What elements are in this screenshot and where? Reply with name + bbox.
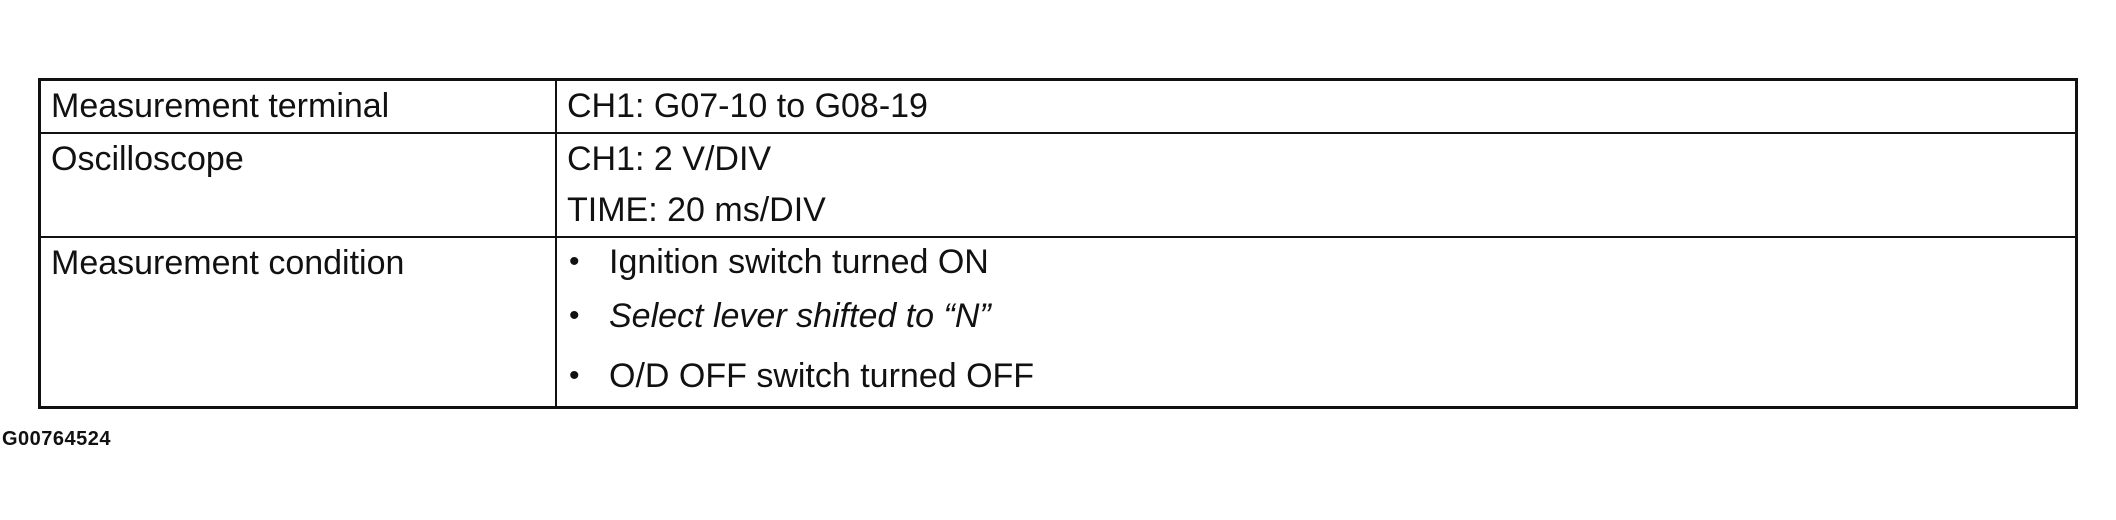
specification-table: Measurement terminal CH1: G07-10 to G08-…: [38, 78, 2078, 409]
label-cell: Oscilloscope: [38, 132, 557, 238]
condition-text: Ignition switch turned ON: [609, 243, 989, 281]
label-cell: Measurement condition: [38, 236, 557, 409]
time-setting: TIME: 20 ms/DIV: [567, 191, 826, 229]
bullet-icon: •: [569, 299, 580, 332]
table-row-measurement-condition: Measurement condition • Ignition switch …: [38, 236, 2078, 409]
channel-setting: CH1: 2 V/DIV: [567, 140, 772, 178]
figure-id: G00764524: [2, 428, 112, 450]
bullet-icon: •: [569, 359, 580, 392]
value-cell: CH1: G07-10 to G08-19: [555, 78, 2078, 134]
row-label: Oscilloscope: [51, 140, 244, 178]
terminal-value: CH1: G07-10 to G08-19: [567, 87, 928, 125]
list-item: • O/D OFF switch turned OFF: [557, 346, 2075, 406]
condition-text: O/D OFF switch turned OFF: [609, 357, 1035, 395]
bullet-icon: •: [569, 245, 580, 278]
list-item: • Ignition switch turned ON: [557, 238, 2075, 286]
table-row-oscilloscope: Oscilloscope CH1: 2 V/DIV TIME: 20 ms/DI…: [38, 132, 2078, 238]
table-row-measurement-terminal: Measurement terminal CH1: G07-10 to G08-…: [38, 78, 2078, 134]
condition-text: Select lever shifted to “N”: [609, 297, 991, 335]
list-item: • Select lever shifted to “N”: [557, 286, 2075, 346]
label-cell: Measurement terminal: [38, 78, 557, 134]
row-label: Measurement terminal: [51, 87, 390, 125]
row-label: Measurement condition: [51, 244, 405, 282]
value-cell: CH1: 2 V/DIV TIME: 20 ms/DIV: [555, 132, 2078, 238]
value-cell: • Ignition switch turned ON • Select lev…: [555, 236, 2078, 409]
